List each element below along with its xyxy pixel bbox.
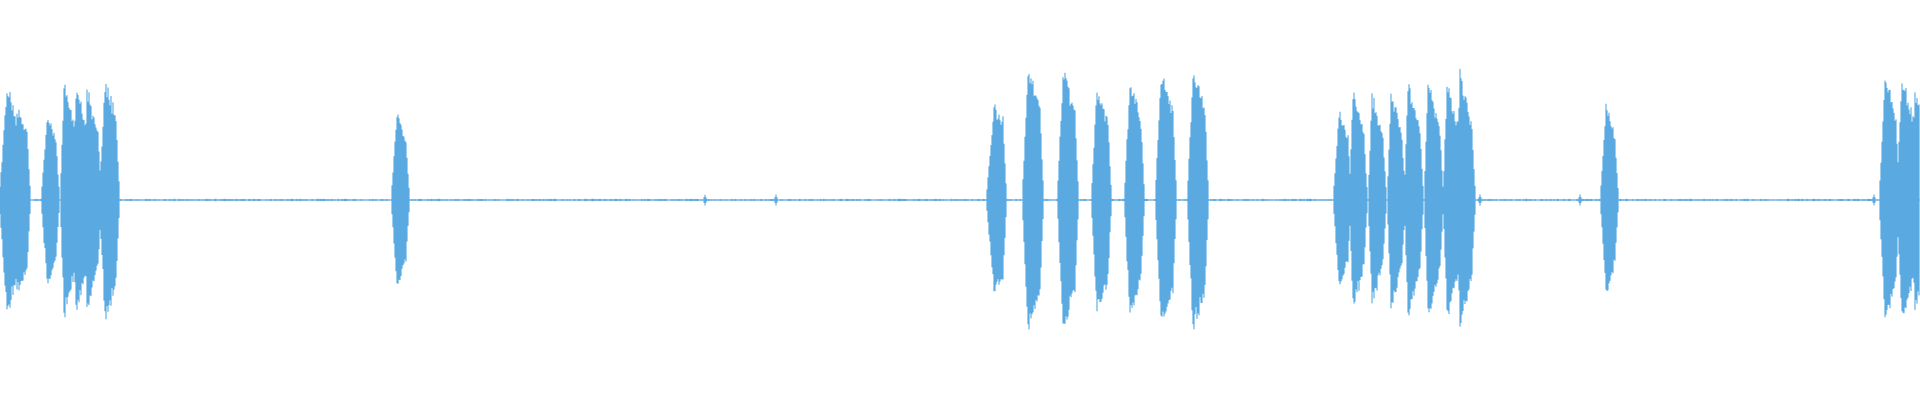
waveform-signal (0, 68, 1920, 330)
waveform-bursts (0, 68, 1920, 330)
